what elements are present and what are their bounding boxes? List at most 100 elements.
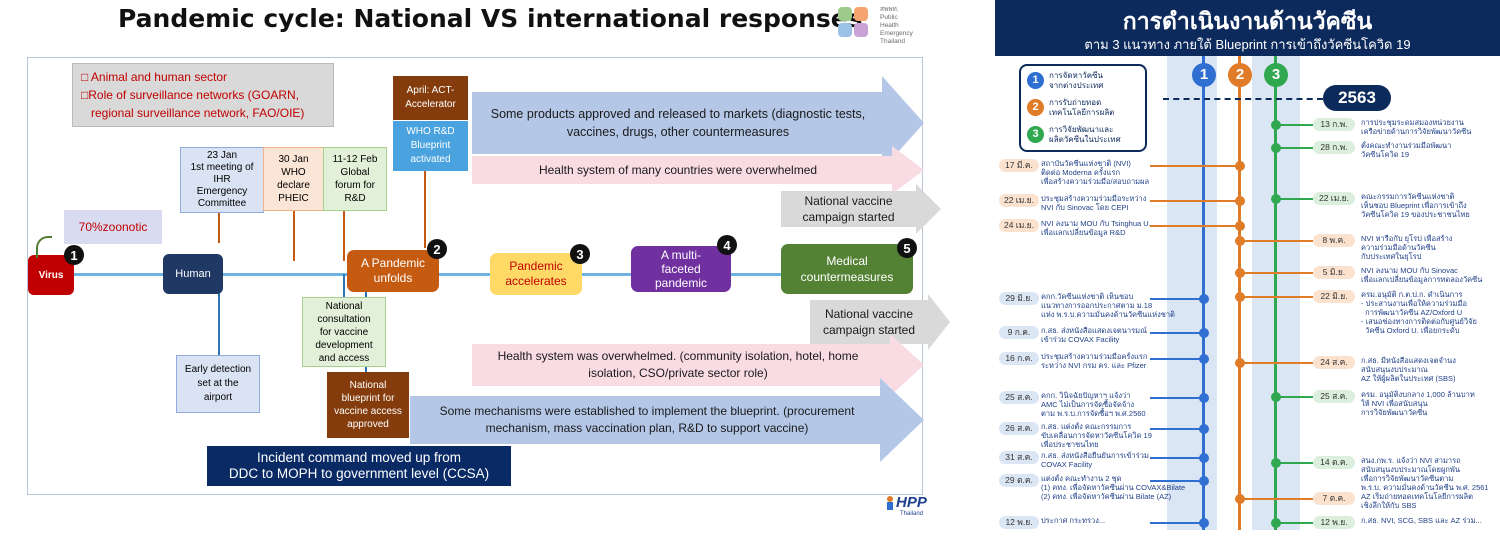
connector [218, 213, 220, 243]
event-connector [1150, 165, 1239, 167]
legend-text: การรับถ่ายทอด เทคโนโลยีการผลิต [1049, 98, 1115, 117]
legend-num: 2 [1027, 99, 1044, 116]
event-line: activated [410, 154, 451, 165]
year-badge: 2563 [1323, 85, 1391, 111]
event-connector [1150, 457, 1203, 459]
event-dot [1235, 196, 1245, 206]
event-date-pill: 17 มี.ค. [999, 159, 1039, 172]
unfolds-label: A Pandemic [360, 256, 426, 270]
arrow-text: Health system was overwhelmed. (communit… [497, 349, 859, 363]
medical-countermeasures-node: Medical countermeasures [781, 244, 913, 294]
diagram-frame [27, 57, 923, 495]
zoonotic-box: 70%zoonotic [64, 210, 162, 244]
zoonotic-label: 70%zoonotic [78, 219, 148, 234]
left-panel: Pandemic cycle: National VS internationa… [27, 4, 950, 522]
event-text: ประกาศ กระทรวง... [1041, 516, 1106, 525]
event-line: R&D [344, 193, 366, 204]
event-line: vaccine access [334, 406, 402, 417]
event-date-pill: 25 ส.ค. [999, 391, 1039, 404]
event-connector [1239, 240, 1313, 242]
event-date-pill: 22 เม.ย. [999, 194, 1039, 207]
products-released-arrow: Some products approved and released to m… [472, 76, 924, 170]
event-line: consultation [317, 313, 371, 325]
event-connector [1150, 397, 1203, 399]
col-number-1: 1 [1192, 63, 1216, 87]
campaign-started-top-arrow: National vaccine campaign started [781, 184, 941, 234]
event-line: Blueprint [410, 140, 451, 151]
event-line: IHR [213, 174, 231, 185]
event-date-pill: 9 ก.ค. [999, 326, 1039, 339]
notes-line: regional surveillance network, FAO/OIE) [91, 106, 305, 120]
event-dot [1199, 424, 1209, 434]
human-node: Human [163, 254, 223, 294]
arrow-text: campaign started [802, 210, 895, 224]
legend-text: การวิจัยพัฒนาและ ผลิตวัคซีนในประเทศ [1049, 125, 1121, 144]
arrow-text: National vaccine [804, 194, 893, 208]
event-connector [1275, 147, 1313, 149]
event-connector [1275, 462, 1313, 464]
column-band-1 [1167, 56, 1217, 530]
col-number-3: 3 [1264, 63, 1288, 87]
event-dot [1199, 518, 1209, 528]
legend-num: 3 [1027, 126, 1044, 143]
event-text: ก.สธ. NVI, SCG, SBS และ AZ ร่วม... [1361, 516, 1482, 525]
event-date-pill: 14 ต.ค. [1313, 456, 1355, 469]
event-text: คณะกรรมการวัคซีนแห่งชาติ เห็นชอบ Bluepri… [1361, 192, 1470, 219]
event-text: การประชุมระดมสมองหน่วยงาน เครือข่ายด้านก… [1361, 118, 1472, 136]
global-forum-box: 11-12 Feb Global forum for R&D [323, 147, 387, 211]
virus-stem-icon [36, 236, 52, 258]
event-text: ก.สธ. ส่งหนังสือยืนยันการเข้าร่วม COVAX … [1041, 451, 1149, 469]
human-label: Human [175, 267, 211, 280]
event-date-pill: 12 พ.ย. [999, 516, 1039, 529]
event-line: Early detection [184, 364, 252, 375]
event-text: ก.สธ. มีหนังสือแสดงเจตจำนง สนับสนุนงบประ… [1361, 356, 1456, 383]
multi-label: pandemic [654, 276, 708, 290]
mechanisms-arrow: Some mechanisms were established to impl… [410, 378, 924, 462]
event-text: NVI ลงนาม MOU กับ Tsinghua U. เพื่อแลกเป… [1041, 219, 1151, 237]
event-line: for vaccine [319, 326, 369, 338]
event-line: Emergency [196, 186, 248, 197]
col-number-2: 2 [1228, 63, 1252, 87]
event-connector [1150, 225, 1239, 227]
event-date-pill: 22 เม.ย. [1313, 192, 1355, 205]
event-line: National [325, 300, 363, 312]
column-band-2 [1217, 56, 1229, 530]
medical-label: Medical [826, 254, 868, 268]
pandemic-accelerates-node: Pandemic accelerates [490, 253, 582, 295]
connector [293, 211, 295, 261]
event-line: set at the [197, 378, 239, 389]
intl-overwhelmed-arrow: Health system of many countries were ove… [472, 146, 924, 194]
event-date-pill: 24 ส.ค. [1313, 356, 1355, 369]
event-text: ครม.อนุมัติ ก.ต.ป.ก. ดำเนินการ - ประสานง… [1361, 290, 1477, 335]
event-date-pill: 5 มิ.ย. [1313, 266, 1355, 279]
unfolds-label: unfolds [373, 271, 413, 285]
event-line: development [315, 339, 373, 351]
arrow-text: vaccines, drugs, other countermeasures [566, 125, 790, 139]
hpp-logo-mark-icon [887, 496, 893, 510]
national-blueprint-box: National blueprint for vaccine access ap… [327, 372, 409, 438]
event-line: Accelerator [405, 99, 456, 110]
multi-label: A multi- [660, 248, 701, 262]
event-line: April: ACT- [406, 85, 455, 96]
event-date-pill: 24 เม.ย. [999, 219, 1039, 232]
event-connector [1275, 124, 1313, 126]
early-detection-box: Early detection set at the airport [176, 355, 260, 413]
connector [424, 170, 426, 248]
right-subtitle: ตาม 3 แนวทาง ภายใต้ Blueprint การเข้าถึง… [1084, 37, 1411, 52]
event-date-pill: 26 ส.ค. [999, 422, 1039, 435]
ihr-meeting-box: 23 Jan 1st meeting of IHR Emergency Comm… [180, 147, 264, 213]
event-date-pill: 31 ส.ค. [999, 451, 1039, 464]
event-connector [1275, 396, 1313, 398]
event-text: ก.สธ. แต่งตั้ง คณะกรรมการ ขับเคลื่อนการจ… [1041, 422, 1152, 449]
campaign-started-mid-arrow: National vaccine campaign started [810, 294, 950, 350]
event-connector [1239, 296, 1313, 298]
event-connector [1150, 480, 1203, 482]
event-line: PHEIC [278, 193, 309, 204]
virus-label: Virus [38, 269, 64, 281]
hpp-logo: HPP Thailand [884, 494, 944, 522]
incident-line: Incident command moved up from [256, 450, 462, 465]
incident-command-box: Incident command moved up from DDC to MO… [207, 446, 511, 486]
legend-box: 1 การจัดหาวัคซีน จากต่างประเทศ 2 การรับถ… [1019, 64, 1147, 152]
multi-label: faceted [661, 262, 701, 276]
event-text: สนง.กพ.ร. แจ้งว่า NVI สามารถ สนับสนุนงบป… [1361, 456, 1489, 492]
